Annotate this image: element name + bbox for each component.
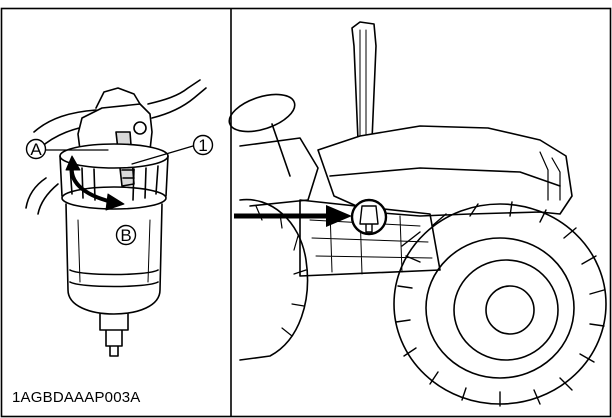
rear-tire-treads [255,205,307,337]
steering-wheel [228,93,296,133]
filter-bowl [65,203,163,315]
hood-grille [539,151,561,201]
arrow-head-a [65,155,81,171]
bowl-highlight [77,219,151,283]
exhaust-pipe [351,21,377,141]
rear-tire [239,198,309,361]
drain-plug [99,313,129,357]
callout-1-label: 1 [198,136,207,155]
bleed-screw [133,121,147,135]
hood-crease [329,167,561,187]
pointer-arrow-head [326,205,352,227]
engine-block [299,199,441,277]
dash-panel [239,137,319,207]
collar-ribs [69,165,159,201]
filter-head-top [95,87,141,109]
leader-1 [131,145,194,165]
callout-1-circle [192,134,214,156]
arrow-head-b [105,193,125,211]
front-tire-inner [425,237,575,379]
callout-b-circle [115,224,137,246]
callout-b-label: B [120,226,131,245]
tractor-illustration [228,21,607,407]
float-ring [69,269,159,288]
callout-a-circle [25,138,47,160]
figure-code: 1AGBDAAAP003A [12,389,141,406]
filter-collar [59,155,169,197]
hose-left-lower [25,177,59,215]
filter-location-marker [350,198,388,236]
callout-a-label: A [30,140,42,159]
hood [317,125,573,217]
filter-location-detail [359,205,379,233]
tire-treads [395,201,605,407]
front-hub [485,285,535,335]
front-rim [453,259,559,361]
fuel-filter-illustration [25,79,207,357]
hose-right [147,79,207,119]
exhaust-pipe-lines [359,29,367,139]
steering-column [271,123,291,177]
filter-collar-bottom [61,186,167,210]
